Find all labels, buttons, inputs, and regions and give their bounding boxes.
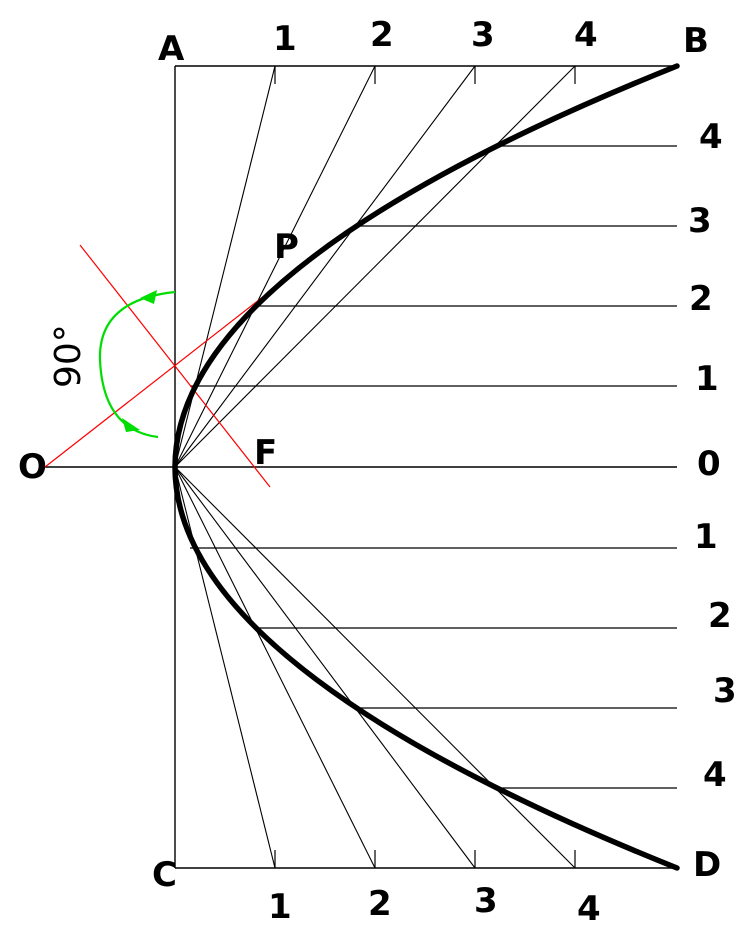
corner-label-a: A — [158, 29, 185, 69]
point-label-o: O — [18, 447, 47, 487]
top-division-3: 3 — [471, 15, 495, 55]
ray-top-4 — [174, 65, 576, 468]
right-division-zero: 0 — [697, 444, 721, 484]
right-division-lower-2: 2 — [708, 596, 732, 636]
perpendicular-line — [79, 244, 271, 488]
bottom-division-2: 2 — [368, 884, 392, 924]
ray-bottom-4 — [174, 466, 576, 869]
top-division-1: 1 — [273, 19, 297, 59]
corner-label-c: C — [152, 855, 177, 895]
ray-bottom-2 — [174, 466, 376, 869]
right-division-lower-1: 1 — [694, 517, 718, 557]
horizontal-lines — [190, 145, 677, 789]
right-division-upper-2: 2 — [689, 279, 713, 319]
radiating-lines — [174, 65, 576, 869]
top-division-2: 2 — [370, 15, 394, 55]
tick-marks — [274, 66, 576, 868]
ray-top-1 — [174, 65, 276, 468]
parabola-curve — [172, 63, 680, 871]
ray-top-3 — [174, 65, 476, 468]
corner-label-b: B — [683, 21, 709, 61]
ray-bottom-3 — [174, 466, 476, 869]
angle-label: 90° — [48, 324, 89, 388]
right-division-upper-4: 4 — [699, 117, 723, 157]
frame — [45, 65, 677, 869]
ray-top-2 — [174, 65, 376, 468]
bottom-division-1: 1 — [268, 887, 292, 927]
right-division-lower-4: 4 — [703, 755, 727, 795]
arc-arrowhead-upper — [140, 290, 157, 304]
right-division-upper-1: 1 — [695, 359, 719, 399]
corner-label-d: D — [693, 845, 721, 885]
bottom-division-4: 4 — [577, 889, 601, 929]
labels: A B C D O P F 90° 1 2 3 4 1 2 3 4 4 3 2 … — [18, 15, 737, 929]
point-label-p: P — [274, 227, 299, 267]
right-division-lower-3: 3 — [713, 671, 737, 711]
arc-arrowhead-lower — [122, 418, 140, 432]
right-angle-marker — [98, 290, 176, 439]
ray-bottom-1 — [174, 466, 276, 869]
right-division-upper-3: 3 — [688, 201, 712, 241]
top-division-4: 4 — [574, 15, 598, 55]
point-label-f: F — [254, 433, 277, 473]
bottom-division-3: 3 — [474, 881, 498, 921]
